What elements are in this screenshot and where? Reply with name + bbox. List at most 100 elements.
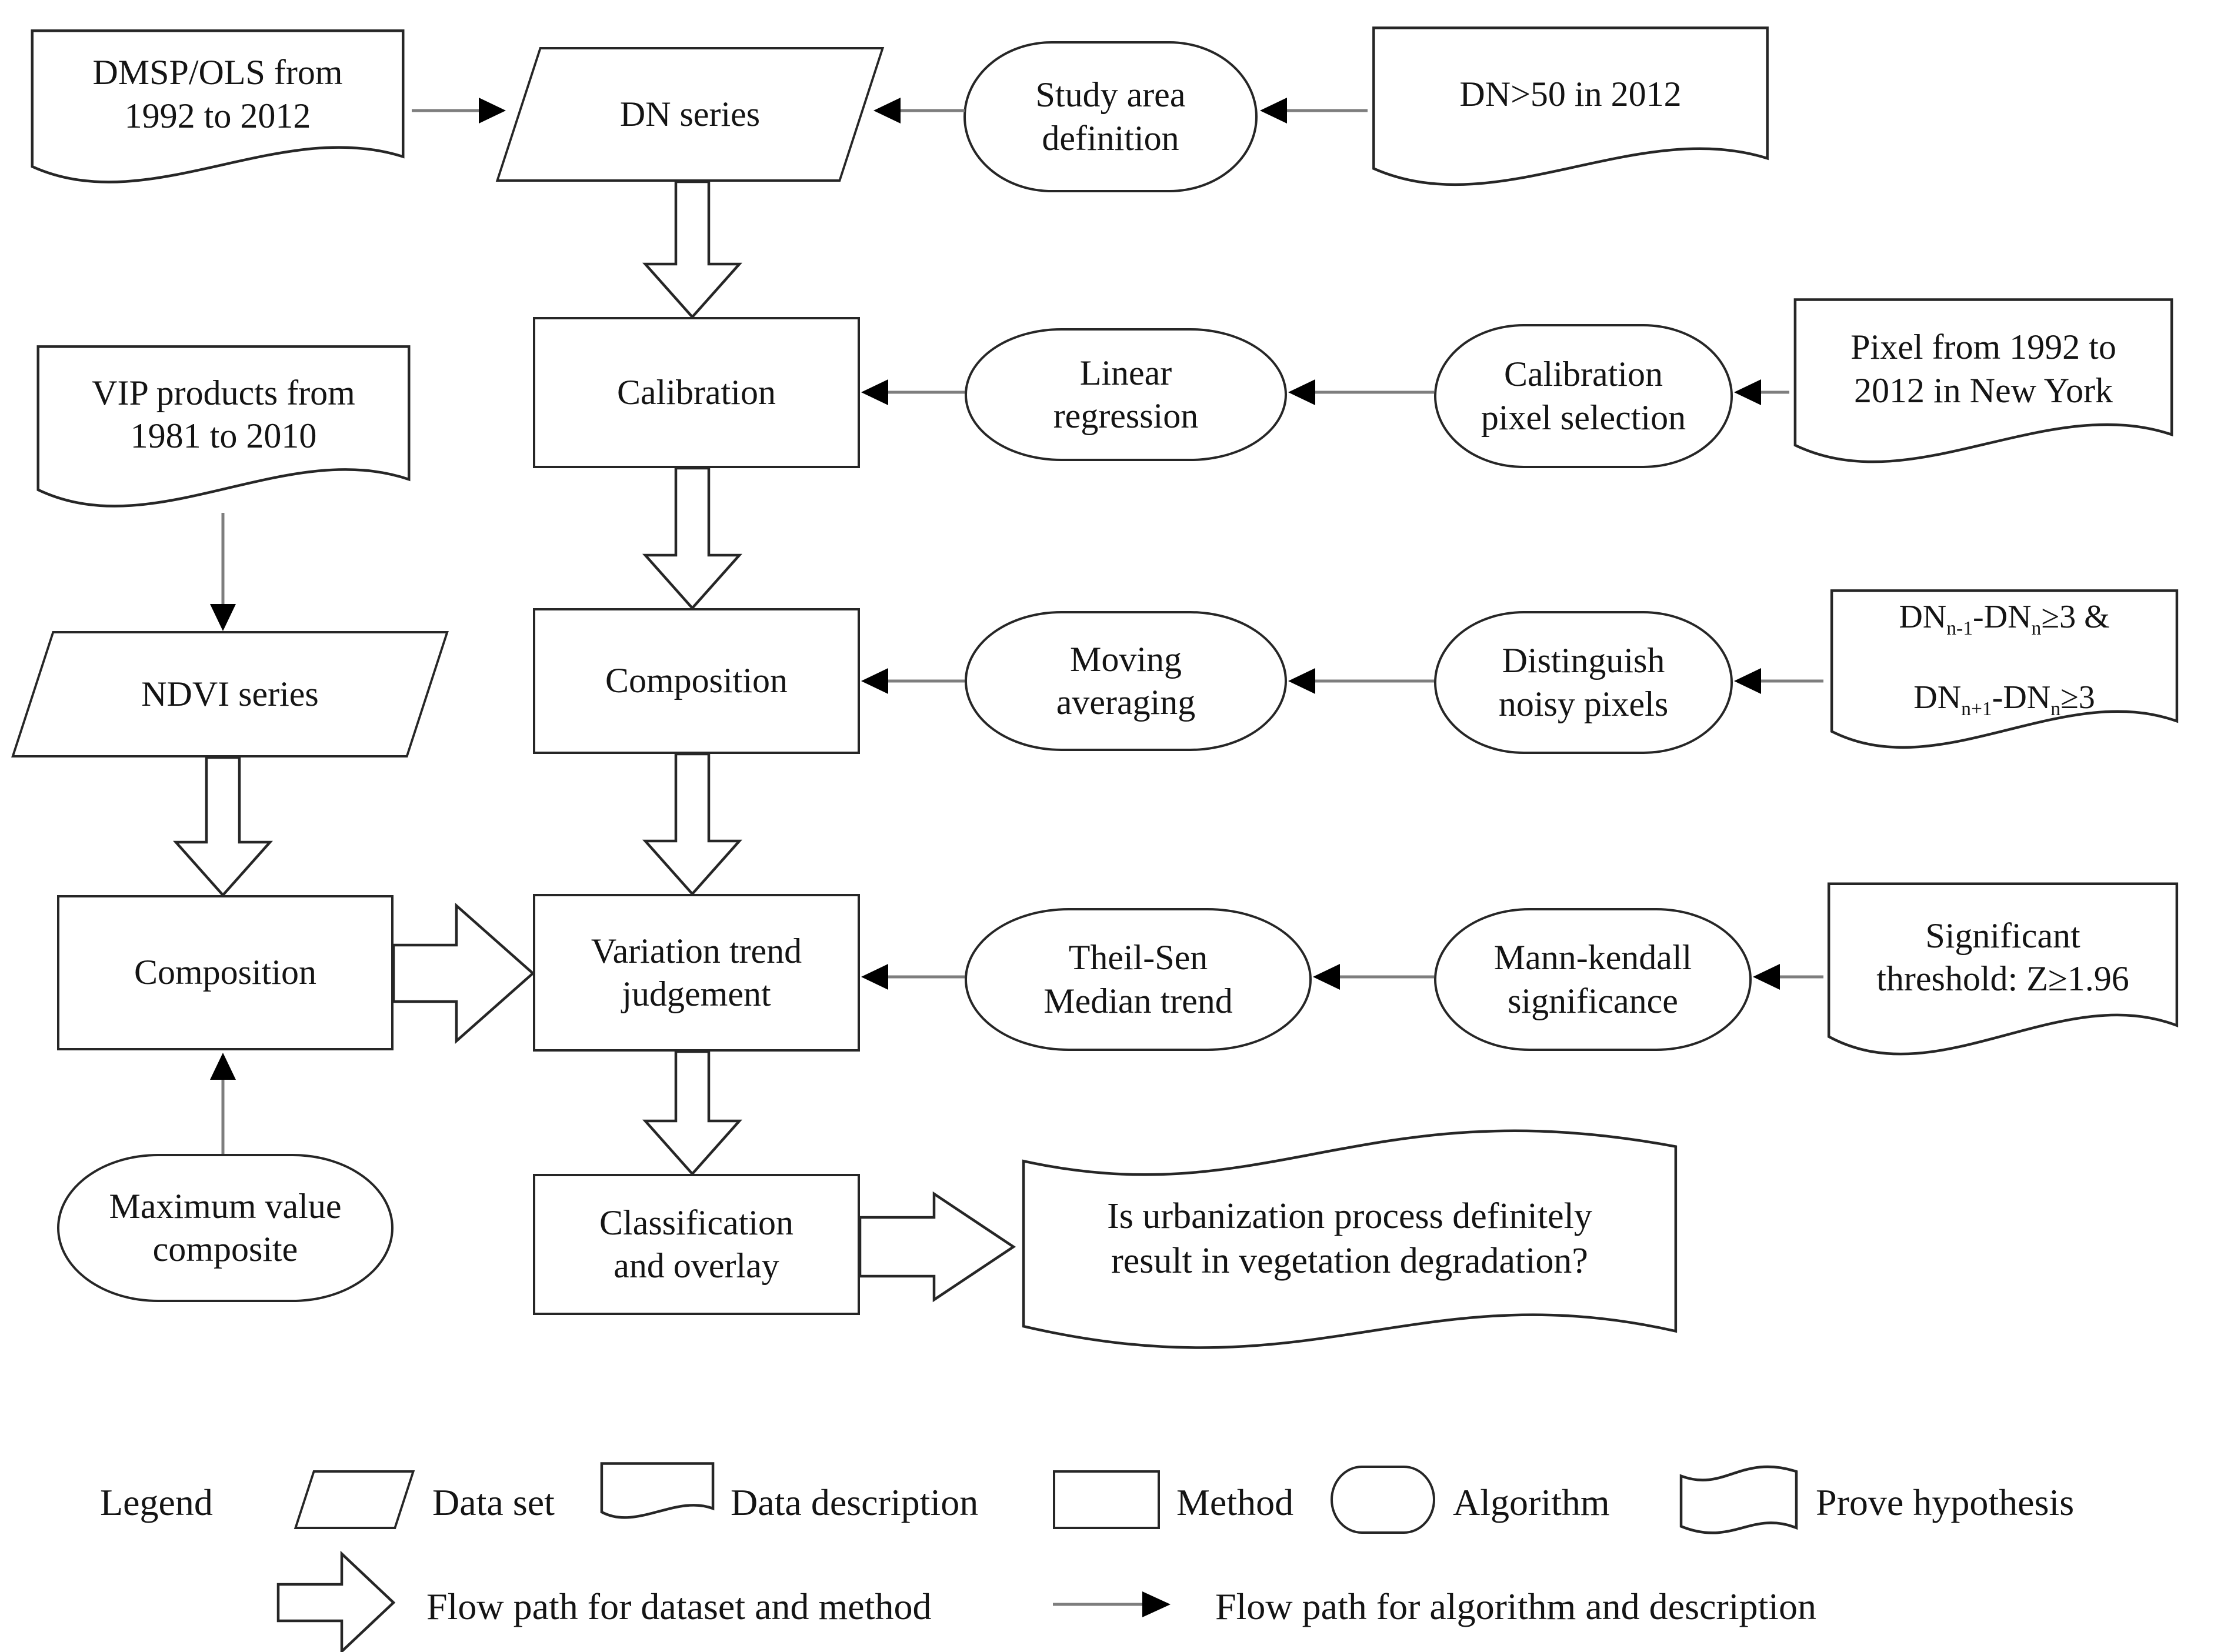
node-label: Calibration	[617, 372, 776, 412]
node-dn-series: DN series	[495, 47, 885, 182]
node-label: DN>50 in 2012	[1459, 74, 1682, 114]
node-theil-sen: Theil-Sen Median trend	[965, 908, 1312, 1051]
node-label: Variation trend judgement	[591, 931, 802, 1013]
arrow-threshold-to-mannkendall-icon	[1753, 962, 1823, 992]
document-shape	[600, 1463, 715, 1521]
node-composition-ndvi: Composition	[57, 895, 394, 1050]
node-pixel-new-york: Pixel from 1992 to 2012 in New York	[1789, 297, 2178, 473]
node-calibration: Calibration	[533, 317, 860, 468]
document-shape	[1823, 881, 2182, 1066]
node-ndvi-series: NDVI series	[11, 631, 449, 757]
legend-item-algorithm: Algorithm	[1453, 1481, 1610, 1523]
arrow-pixeldoc-to-calibpixel-icon	[1734, 378, 1789, 407]
legend-rounded-icon	[1331, 1466, 1435, 1534]
node-label: Linear regression	[1053, 353, 1199, 435]
arrow-distinguish-to-movavg-icon	[1288, 666, 1434, 696]
node-label: Study area definition	[1035, 75, 1186, 158]
arrow-movavg-to-composition-icon	[861, 666, 965, 696]
arrow-theilsen-to-vtj-icon	[861, 962, 965, 992]
block-arrow-classification-to-hypothesis-icon	[858, 1191, 1016, 1303]
arrow-studyarea-to-dnseries-icon	[873, 96, 965, 125]
arrow-calibpixel-to-linreg-icon	[1288, 378, 1434, 407]
legend-document-icon	[600, 1463, 715, 1521]
arrow-vip-to-ndvi-icon	[208, 513, 238, 631]
node-linear-regression: Linear regression	[965, 328, 1287, 461]
block-arrow-ndvi-to-composition-icon	[172, 756, 274, 897]
node-dmsp-ols: DMSP/OLS from 1992 to 2012	[26, 28, 409, 193]
node-hypothesis-banner: Is urbanization process definitely resul…	[1013, 1117, 1686, 1360]
rounded-shape	[1434, 324, 1733, 468]
formula-line1: DNn-1-DNn≥3 &	[1899, 599, 2110, 640]
node-label: Theil-Sen Median trend	[1043, 938, 1233, 1020]
legend-rectangle-icon	[1053, 1470, 1160, 1529]
legend-title: Legend	[100, 1481, 213, 1523]
node-classification-overlay: Classification and overlay	[533, 1174, 860, 1315]
node-maximum-value-composite: Maximum value composite	[57, 1154, 394, 1302]
node-label: Is urbanization process definitely resul…	[1107, 1196, 1592, 1281]
node-label: Composition	[605, 661, 788, 700]
node-label: Maximum value composite	[109, 1186, 342, 1269]
block-arrow-vtj-to-classification-icon	[642, 1050, 743, 1176]
node-variation-trend-judgement: Variation trend judgement	[533, 894, 860, 1052]
node-label: DMSP/OLS from 1992 to 2012	[92, 53, 343, 135]
node-label: Classification and overlay	[599, 1203, 793, 1285]
rounded-shape	[965, 328, 1287, 461]
parallelogram-shape	[294, 1470, 415, 1529]
node-label: Pixel from 1992 to 2012 in New York	[1850, 328, 2116, 410]
rounded-shape	[1434, 908, 1752, 1051]
legend-block-arrow-icon	[276, 1550, 396, 1652]
rounded-shape	[963, 41, 1258, 192]
node-distinguish-noisy-pixels: Distinguish noisy pixels	[1434, 611, 1733, 754]
rectangle-shape	[533, 894, 860, 1052]
node-label: DN series	[619, 94, 761, 134]
node-label: Mann-kendall significance	[1493, 938, 1692, 1020]
flag-shape	[1679, 1463, 1798, 1537]
node-label: Distinguish noisy pixels	[1498, 641, 1669, 723]
rounded-shape	[965, 611, 1287, 751]
arrow-dmsp-to-dnseries-icon	[412, 96, 506, 125]
node-moving-averaging: Moving averaging	[965, 611, 1287, 751]
rounded-shape	[57, 1154, 394, 1302]
rectangle-shape	[533, 1174, 860, 1315]
arrow-mvc-to-composition-icon	[208, 1053, 238, 1154]
document-shape	[1368, 25, 1773, 196]
flag-shape	[1013, 1117, 1686, 1360]
arrow-linreg-to-calibration-icon	[861, 378, 965, 407]
rounded-shape	[965, 908, 1312, 1051]
legend-flag-icon	[1679, 1463, 1798, 1537]
rounded-shape	[1331, 1466, 1435, 1534]
node-significant-threshold: Significant threshold: Z≥1.96	[1823, 881, 2182, 1066]
node-dn-threshold-formula: DNn-1-DNn≥3 & DNn+1-DNn≥3	[1826, 588, 2182, 759]
node-composition-dn: Composition	[533, 608, 860, 754]
arrow-dn50-to-studyarea-icon	[1260, 96, 1368, 125]
block-arrow-compositionndvi-to-vtj-icon	[392, 903, 535, 1044]
block-arrow-dnseries-to-calibration-icon	[642, 180, 743, 319]
legend-item-data-set: Data set	[432, 1481, 555, 1523]
legend-item-data-description: Data description	[731, 1481, 979, 1523]
legend-flow-dataset-method: Flow path for dataset and method	[426, 1586, 932, 1627]
node-label: Composition	[134, 953, 317, 992]
node-study-area-definition: Study area definition	[963, 41, 1258, 192]
node-vip-products: VIP products from 1981 to 2010	[32, 344, 415, 518]
node-label: Moving averaging	[1056, 639, 1196, 722]
legend-item-method: Method	[1176, 1481, 1294, 1523]
node-label: Calibration pixel selection	[1481, 355, 1686, 437]
formula-line2: DNn+1-DNn≥3	[1913, 679, 2095, 720]
rounded-shape	[1434, 611, 1733, 754]
document-shape	[26, 28, 409, 193]
node-label: DNn-1-DNn≥3 & DNn+1-DNn≥3	[1890, 597, 2118, 750]
document-shape	[1789, 297, 2178, 473]
arrow-formula-to-distinguish-icon	[1734, 666, 1823, 696]
node-label: NDVI series	[141, 674, 319, 713]
legend-parallelogram-icon	[294, 1470, 415, 1529]
document-shape	[1826, 588, 2182, 759]
node-calibration-pixel-selection: Calibration pixel selection	[1434, 324, 1733, 468]
rectangle-shape	[57, 895, 394, 1050]
arrow-mannkendall-to-theilsen-icon	[1313, 962, 1434, 992]
node-mann-kendall: Mann-kendall significance	[1434, 908, 1752, 1051]
node-label: Significant threshold: Z≥1.96	[1876, 916, 2129, 998]
legend-item-prove-hypothesis: Prove hypothesis	[1816, 1481, 2075, 1523]
node-label: VIP products from 1981 to 2010	[92, 373, 355, 455]
legend-thin-arrow-icon	[1053, 1590, 1171, 1619]
